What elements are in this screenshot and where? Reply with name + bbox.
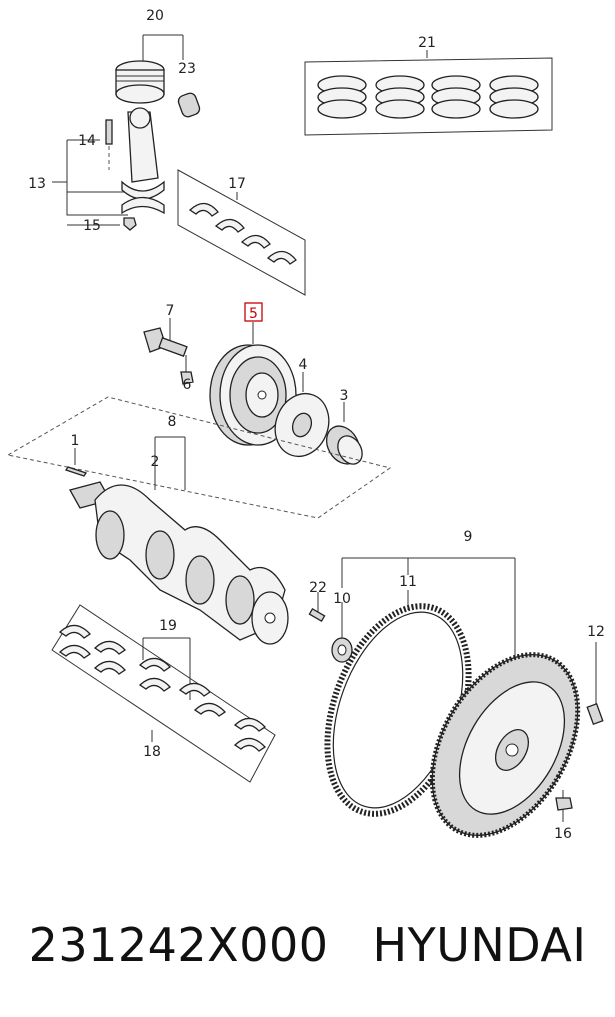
callout-1: 1	[71, 433, 80, 449]
callout-21: 21	[418, 35, 436, 51]
crankshaft-assembly	[6, 396, 392, 645]
callout-18: 18	[143, 744, 161, 760]
rod-bearings-group	[177, 169, 306, 296]
callout-3: 3	[340, 388, 349, 404]
caption-bar: 231242X000 HYUNDAI	[0, 900, 615, 990]
callout-labels: 20 23 21 14 13 15 17 7 5 4 6 3 8 1 2 9 1…	[28, 8, 605, 842]
callout-4: 4	[299, 357, 308, 373]
callout-12: 12	[587, 624, 605, 640]
callout-19: 19	[159, 618, 177, 634]
callout-5: 5	[249, 306, 258, 322]
crankshaft-sprocket	[325, 402, 363, 465]
parts-diagram: 20 23 21 14 13 15 17 7 5 4 6 3 8 1 2 9 1…	[6, 8, 605, 842]
callout-5-highlight-box	[244, 302, 263, 322]
callout-11: 11	[399, 574, 417, 590]
flywheel	[341, 557, 604, 838]
callout-10: 10	[333, 591, 351, 607]
callout-13: 13	[28, 176, 46, 192]
callout-17: 17	[228, 176, 246, 192]
callout-16: 16	[554, 826, 572, 842]
callout-7: 7	[166, 303, 175, 319]
main-bearings-group	[51, 604, 276, 783]
piston-assembly	[115, 34, 201, 118]
callout-8: 8	[168, 414, 177, 430]
crankshaft-pulley	[209, 322, 297, 446]
callout-20: 20	[146, 8, 164, 24]
part-number: 231242X000	[28, 918, 329, 972]
callout-22: 22	[309, 580, 327, 596]
dowel-and-bushing	[308, 592, 353, 663]
brand-name: HYUNDAI	[372, 918, 587, 972]
callout-14: 14	[78, 133, 96, 149]
connecting-rod-assembly	[52, 107, 165, 231]
callout-15: 15	[83, 218, 101, 234]
pulley-bolts	[143, 318, 194, 385]
callout-9: 9	[464, 529, 473, 545]
callout-6: 6	[183, 377, 192, 393]
callout-23: 23	[178, 61, 196, 77]
callout-2: 2	[151, 454, 160, 470]
crankshaft-plate	[274, 372, 330, 458]
piston-rings-group	[304, 50, 553, 136]
